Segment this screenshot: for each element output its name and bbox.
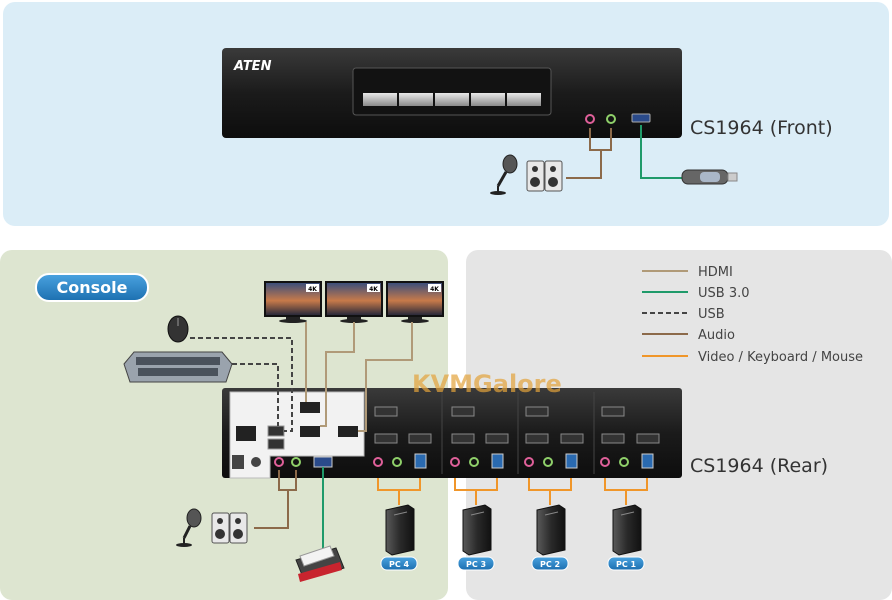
port-button-2[interactable] bbox=[399, 93, 433, 106]
monitor-1-4k-badge: 4K bbox=[308, 286, 317, 293]
console-audio-cables bbox=[254, 470, 297, 529]
legend-item-hdmi: HDMI bbox=[642, 265, 733, 280]
front-model-label: CS1964 (Front) bbox=[690, 117, 833, 139]
console-hdmi-out-3 bbox=[338, 426, 358, 437]
front-speakers-icon bbox=[526, 160, 563, 192]
legend-label-video-keyboard-mouse: Video / Keyboard / Mouse bbox=[698, 350, 863, 365]
front-microphone-icon bbox=[490, 154, 518, 195]
pc3-tower: PC 3 bbox=[457, 504, 495, 571]
pc3-label: PC 3 bbox=[466, 560, 486, 569]
aten-logo: ATEN bbox=[233, 59, 272, 74]
legend-item-video-keyboard-mouse: Video / Keyboard / Mouse bbox=[642, 350, 863, 365]
usb-flash-drive-icon bbox=[681, 169, 738, 185]
port-selector-buttons bbox=[363, 93, 541, 106]
legend-label-audio: Audio bbox=[698, 328, 735, 343]
monitor-2-4k-badge: 4K bbox=[369, 286, 378, 293]
pc1-port-group bbox=[600, 406, 660, 469]
front-speaker-jack bbox=[606, 114, 616, 124]
front-usb3-cable bbox=[640, 125, 682, 179]
legend-label-usb3: USB 3.0 bbox=[698, 286, 750, 301]
console-speaker-jack bbox=[291, 457, 301, 467]
monitor-2: 4K bbox=[325, 281, 383, 323]
keyboard-icon bbox=[123, 351, 233, 383]
front-display-window bbox=[352, 67, 552, 116]
pc4-label: PC 4 bbox=[389, 560, 410, 569]
console-badge-label: Console bbox=[57, 278, 128, 297]
legend-item-usb: USB bbox=[642, 307, 725, 322]
pc2-label: PC 2 bbox=[540, 560, 560, 569]
console-speakers-icon bbox=[211, 512, 248, 544]
printer-icon bbox=[295, 545, 345, 582]
legend-item-usb3: USB 3.0 bbox=[642, 286, 750, 301]
console-usb-port-2 bbox=[267, 438, 285, 450]
legend-item-audio: Audio bbox=[642, 328, 735, 343]
legend: HDMI USB 3.0 USB Audio Video / Keyboard … bbox=[642, 265, 863, 365]
front-usb3-port bbox=[631, 113, 651, 123]
monitor-1: 4K bbox=[264, 281, 322, 323]
console-usb-port-1 bbox=[267, 425, 285, 437]
pc2-tower: PC 2 bbox=[531, 504, 569, 571]
console-microphone-icon bbox=[176, 508, 202, 547]
console-badge: Console bbox=[35, 273, 149, 302]
console-usb3-port bbox=[313, 456, 333, 468]
pc4-tower: PC 4 bbox=[380, 504, 418, 571]
power-jack bbox=[251, 457, 261, 467]
console-mic-jack bbox=[274, 457, 284, 467]
console-hdmi-out-1 bbox=[300, 402, 320, 413]
pc1-label: PC 1 bbox=[616, 560, 637, 569]
front-audio-cables bbox=[566, 128, 612, 179]
pc-cables bbox=[377, 478, 648, 505]
mouse-icon bbox=[167, 315, 189, 343]
port-button-3[interactable] bbox=[435, 93, 469, 106]
pc1-tower: PC 1 bbox=[607, 504, 645, 571]
pc3-port-group bbox=[450, 406, 509, 469]
legend-label-usb: USB bbox=[698, 307, 725, 322]
pc4-port-group bbox=[373, 406, 432, 469]
hdmi-cables bbox=[305, 322, 413, 432]
rear-model-label: CS1964 (Rear) bbox=[690, 455, 828, 477]
port-button-5[interactable] bbox=[507, 93, 541, 106]
monitor-3: 4K bbox=[386, 281, 444, 323]
pc2-port-group bbox=[524, 406, 584, 469]
lan-port bbox=[236, 426, 256, 441]
console-hdmi-out-2 bbox=[300, 426, 320, 437]
usb-console-cables bbox=[190, 337, 293, 432]
port-button-4[interactable] bbox=[471, 93, 505, 106]
rear-kvm-unit bbox=[222, 388, 682, 479]
monitor-3-4k-badge: 4K bbox=[430, 286, 439, 293]
front-mic-jack bbox=[585, 114, 595, 124]
power-switch[interactable] bbox=[232, 455, 244, 469]
watermark-logo: KVMGalore bbox=[412, 370, 562, 398]
port-button-1[interactable] bbox=[363, 93, 397, 106]
front-kvm-unit: ATEN bbox=[222, 48, 682, 138]
legend-label-hdmi: HDMI bbox=[698, 265, 733, 280]
